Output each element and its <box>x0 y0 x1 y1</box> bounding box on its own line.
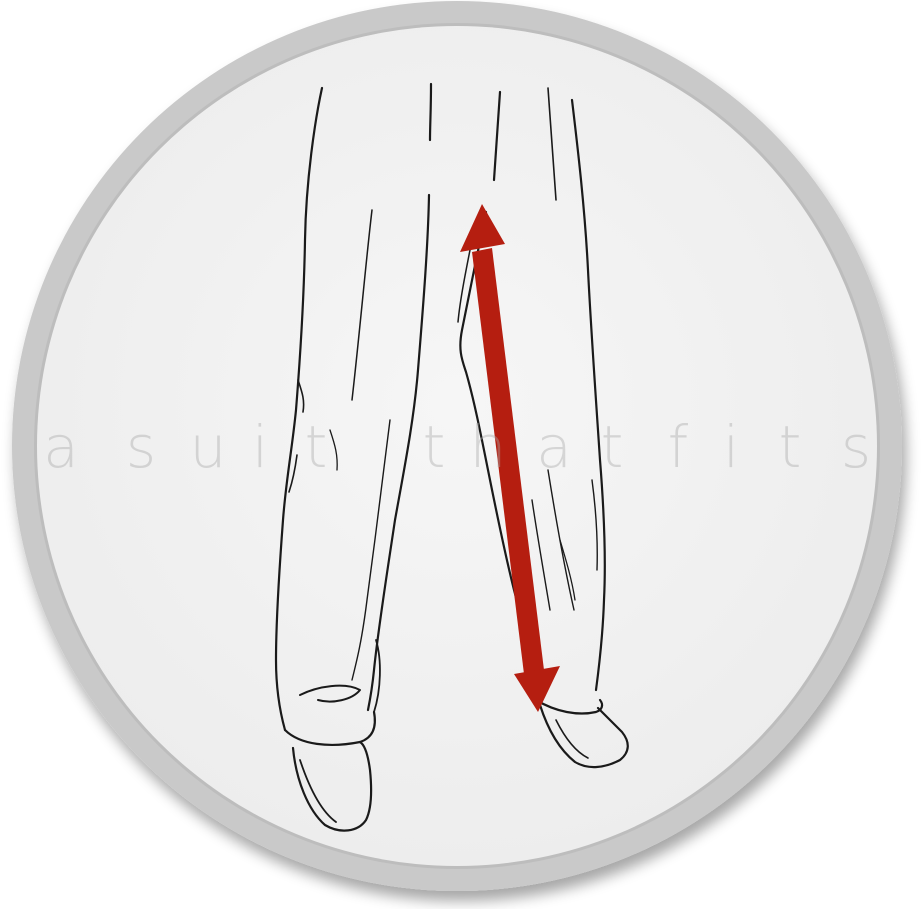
badge-face <box>37 26 877 866</box>
